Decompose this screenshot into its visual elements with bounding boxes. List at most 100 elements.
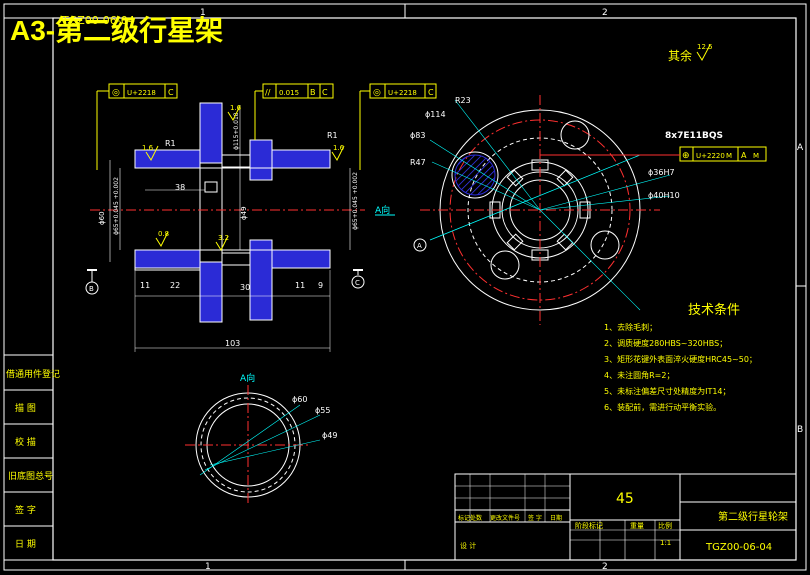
page-title: A3-第二级行星架 — [10, 14, 223, 46]
zone-top-1: 1 — [200, 8, 206, 18]
tb-weight: 重量 — [630, 522, 644, 530]
tol4-ref: A — [741, 151, 747, 160]
a-view-d55: ϕ55 — [315, 406, 330, 415]
dim-d60: ϕ60 — [98, 211, 106, 225]
roughness-r5: 3.2 — [218, 234, 229, 242]
overlay-code: TGZ00-06-04 — [61, 14, 135, 27]
tol1-ref: C — [168, 88, 174, 97]
tech-item-6: 6、装配前，需进行动平衡实验。 — [604, 402, 721, 412]
label-spline: 8x7E11BQS — [665, 131, 723, 141]
tb-scale-value: 1:1 — [660, 539, 671, 547]
tol2-value: 0.015 — [279, 89, 299, 97]
tb-part-name: 第二级行星轮架 — [718, 510, 788, 523]
title-block: 标记处数 更改文件号 签 字 日期 设 计 45 阶段标记 重量 比例 1:1 … — [454, 473, 797, 561]
tech-item-5: 5、未标注偏差尺寸处精度为IT14； — [604, 386, 731, 396]
tb-scale-label: 比例 — [658, 521, 672, 530]
tol3-symbol: ◎ — [373, 88, 381, 98]
dim-103: 103 — [225, 339, 240, 348]
section-view: 38 11 22 30 11 9 103 ϕ60 ϕ65+0.045 +0.00… — [85, 102, 395, 352]
tech-item-2: 2、调质硬度280HBS~320HBS； — [604, 338, 727, 348]
label-d36: ϕ36H7 — [648, 168, 675, 177]
label-r47: R47 — [410, 158, 426, 167]
side-row-4: 旧底图总号 — [8, 470, 53, 482]
roughness-all: 12.5 — [697, 43, 713, 51]
tb-drawing-no: TGZ00-06-04 — [705, 542, 772, 553]
tb-material: 45 — [616, 491, 634, 507]
tol2-ref1: B — [310, 88, 316, 97]
side-row-1: 借通用件登记 — [6, 368, 60, 380]
dim-22: 22 — [170, 281, 180, 290]
tol4-symbol: ⊕ — [682, 151, 690, 161]
tol4-value: U+2220 — [696, 152, 725, 160]
zone-side-a: A — [797, 143, 804, 153]
tech-requirements: 技术条件 1、去除毛刺； 2、调质硬度280HBS~320HBS； 3、矩形花键… — [604, 302, 757, 412]
label-r23: R23 — [455, 96, 471, 105]
dim-11b: 11 — [295, 281, 305, 290]
tol3-ref: C — [428, 88, 434, 97]
dim-d49: ϕ49 — [240, 206, 248, 220]
hub-left-lower — [134, 249, 201, 269]
tol4-mod: M — [726, 152, 732, 160]
roughness-r3: 1.6 — [333, 144, 345, 152]
dim-d65: ϕ65+0.045 +0.002 — [113, 177, 120, 235]
tb-row-label-1: 标记处数 — [458, 514, 482, 522]
web-lower — [249, 239, 273, 321]
zone-bottom-2: 2 — [602, 562, 608, 572]
dim-d65b: ϕ65+0.045 +0.002 — [352, 172, 359, 230]
tech-item-4: 4、未注圆角R=2； — [604, 370, 674, 380]
tolerance-frame-1: ◎ U+2218 C — [96, 83, 178, 170]
inner-border — [52, 17, 797, 561]
tech-item-3: 3、矩形花键外表面淬火硬度HRC45~50； — [604, 354, 757, 364]
hub-right-upper — [271, 149, 331, 169]
flange-lower — [199, 261, 223, 323]
hub-right-lower — [271, 249, 331, 269]
roughness-r2: 1.6 — [142, 144, 154, 152]
tol4-mod2: M — [753, 152, 759, 160]
label-d40: ϕ40H10 — [648, 191, 680, 200]
dim-38: 38 — [175, 183, 185, 192]
a-view-d60: ϕ60 — [292, 395, 307, 404]
a-view-d49: ϕ49 — [322, 431, 337, 440]
side-row-5: 签 字 — [15, 504, 36, 516]
dim-11a: 11 — [140, 281, 150, 290]
tb-stage: 阶段标记 — [575, 521, 603, 530]
tb-design: 设 计 — [460, 541, 476, 550]
side-row-6: 日 期 — [15, 539, 36, 550]
hub-left-upper — [134, 149, 201, 169]
roughness-r1: 1.6 — [230, 104, 242, 112]
tolerance-frame-2: // 0.015 B C — [254, 83, 334, 140]
zone-top-2: 2 — [602, 8, 608, 18]
datum-b: B — [89, 285, 94, 293]
tb-row-label-3: 签 字 — [528, 514, 542, 522]
dim-d115: ϕ115+0.018 — [233, 112, 240, 150]
front-view: R23 ϕ114 ϕ83 R47 8x7E11BQS ϕ36H7 ϕ40H10 … — [410, 95, 723, 325]
tol3-value: U+2218 — [388, 89, 417, 97]
tech-item-1: 1、去除毛刺； — [604, 322, 657, 332]
web-upper — [249, 139, 273, 181]
tolerance-frame-4: ⊕ U+2220 M A M — [679, 146, 767, 162]
a-direction-view: A向 ϕ60 ϕ55 ϕ49 — [185, 372, 337, 505]
side-row-3: 校 描 — [15, 436, 36, 448]
tb-row-label-2: 更改文件号 — [490, 514, 520, 522]
tol1-symbol: ◎ — [112, 88, 120, 98]
side-row-2: 描 图 — [15, 402, 36, 414]
qiyu-label: 其余 — [668, 48, 692, 63]
zone-bottom-1: 1 — [205, 562, 211, 572]
roughness-r4: 0.8 — [158, 230, 169, 238]
side-column: 借通用件登记 描 图 校 描 旧底图总号 签 字 日 期 — [3, 354, 60, 561]
datum-c: C — [355, 279, 360, 287]
tol2-ref2: C — [322, 88, 328, 97]
label-d114: ϕ114 — [425, 110, 446, 119]
flange-upper — [199, 102, 223, 164]
tech-heading: 技术条件 — [688, 302, 740, 318]
dim-30: 30 — [240, 283, 250, 292]
tb-row-label-4: 日期 — [550, 514, 562, 522]
radius-r1b: R1 — [327, 131, 338, 140]
radius-r1a: R1 — [165, 139, 176, 148]
datum-a: A — [417, 242, 422, 250]
zone-side-b: B — [797, 425, 803, 435]
label-d83: ϕ83 — [410, 131, 425, 140]
view-label-a: A向 — [375, 204, 390, 216]
